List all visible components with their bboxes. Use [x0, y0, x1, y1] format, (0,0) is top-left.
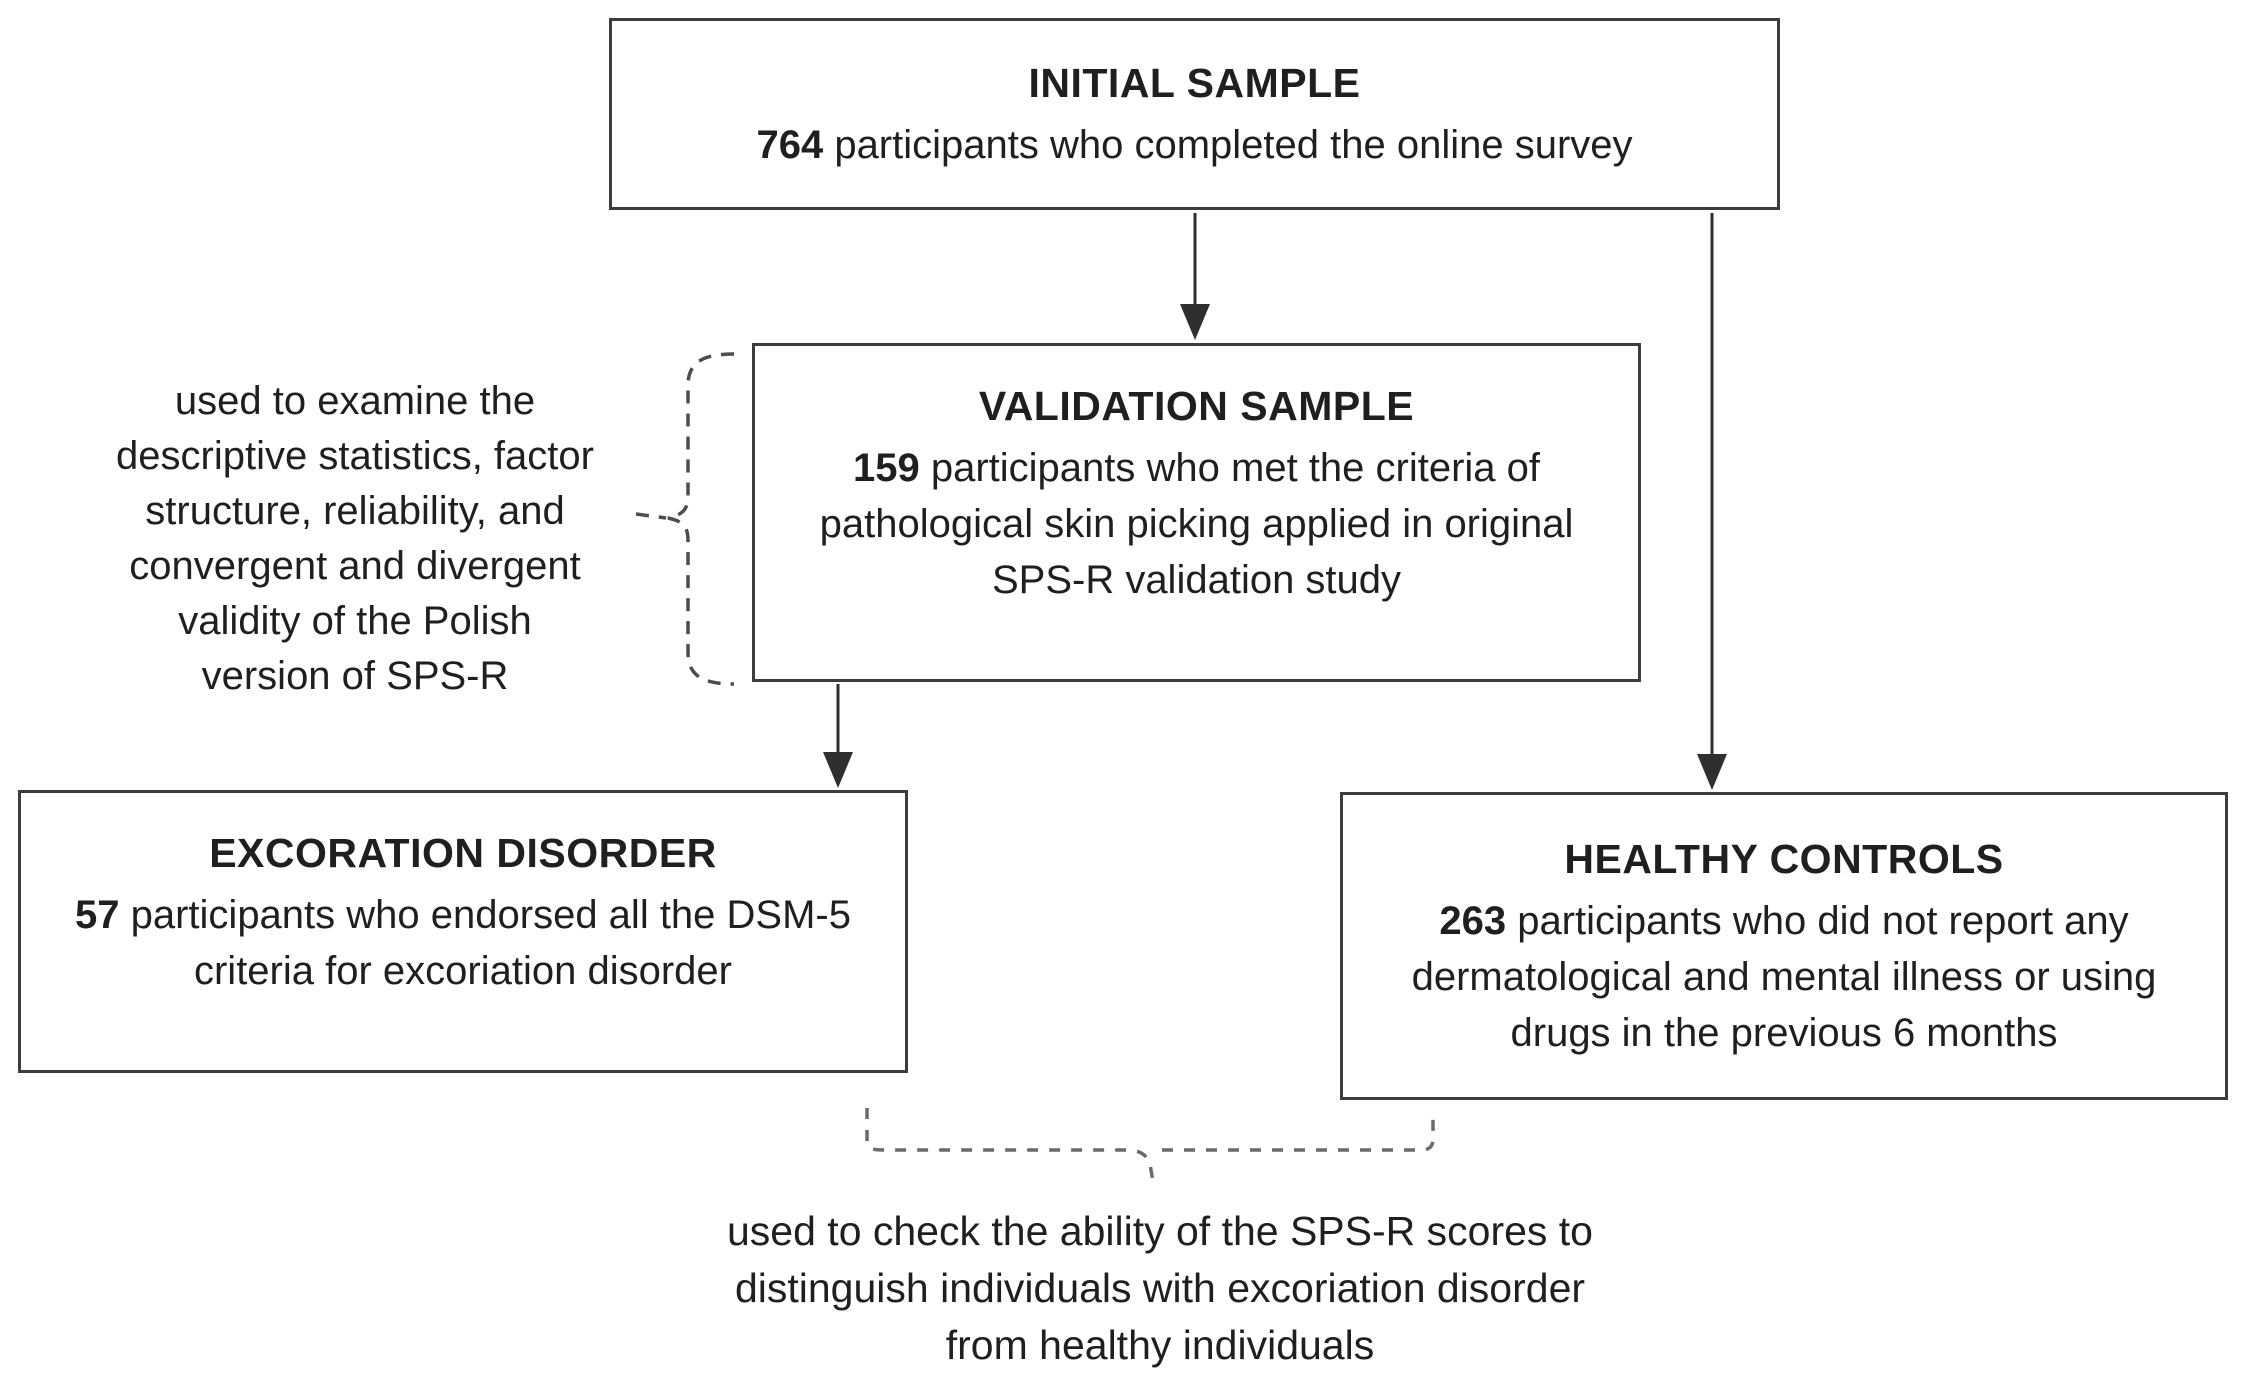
arrow-initial-to-healthy: [1697, 213, 1727, 790]
initial-sample-box: INITIAL SAMPLE 764 participants who comp…: [609, 18, 1780, 210]
validation-sample-description: 159 participants who met the criteria of…: [819, 445, 1574, 602]
initial-sample-count: 764: [756, 123, 824, 167]
healthy-controls-description: 263 participants who did not report any …: [1411, 899, 2157, 1055]
excoriation-disorder-box: EXCORATION DISORDER 57 participants who …: [18, 790, 908, 1073]
validation-sample-count: 159: [852, 445, 920, 490]
initial-sample-title: INITIAL SAMPLE: [1028, 60, 1361, 106]
validation-sample-title: VALIDATION SAMPLE: [978, 382, 1415, 429]
left-annotation-note: used to examine the descriptive statisti…: [116, 379, 594, 698]
initial-sample-description: 764 participants who completed the onlin…: [756, 123, 1633, 167]
bottom-brace: [865, 1108, 1435, 1189]
bottom-annotation-note: used to check the ability of the SPS-R s…: [727, 1208, 1593, 1368]
healthy-controls-title: HEALTHY CONTROLS: [1564, 836, 2004, 882]
excoriation-disorder-title: EXCORATION DISORDER: [209, 829, 717, 876]
healthy-controls-count: 263: [1439, 899, 1507, 943]
excoriation-disorder-count: 57: [75, 892, 120, 937]
excoriation-disorder-description: 57 participants who endorsed all the DSM…: [75, 892, 851, 993]
arrow-initial-to-validation: [1180, 213, 1210, 340]
validation-sample-box: VALIDATION SAMPLE 159 participants who m…: [752, 343, 1641, 682]
healthy-controls-box: HEALTHY CONTROLS 263 participants who di…: [1340, 792, 2228, 1100]
arrow-validation-to-excoriation: [823, 684, 853, 788]
